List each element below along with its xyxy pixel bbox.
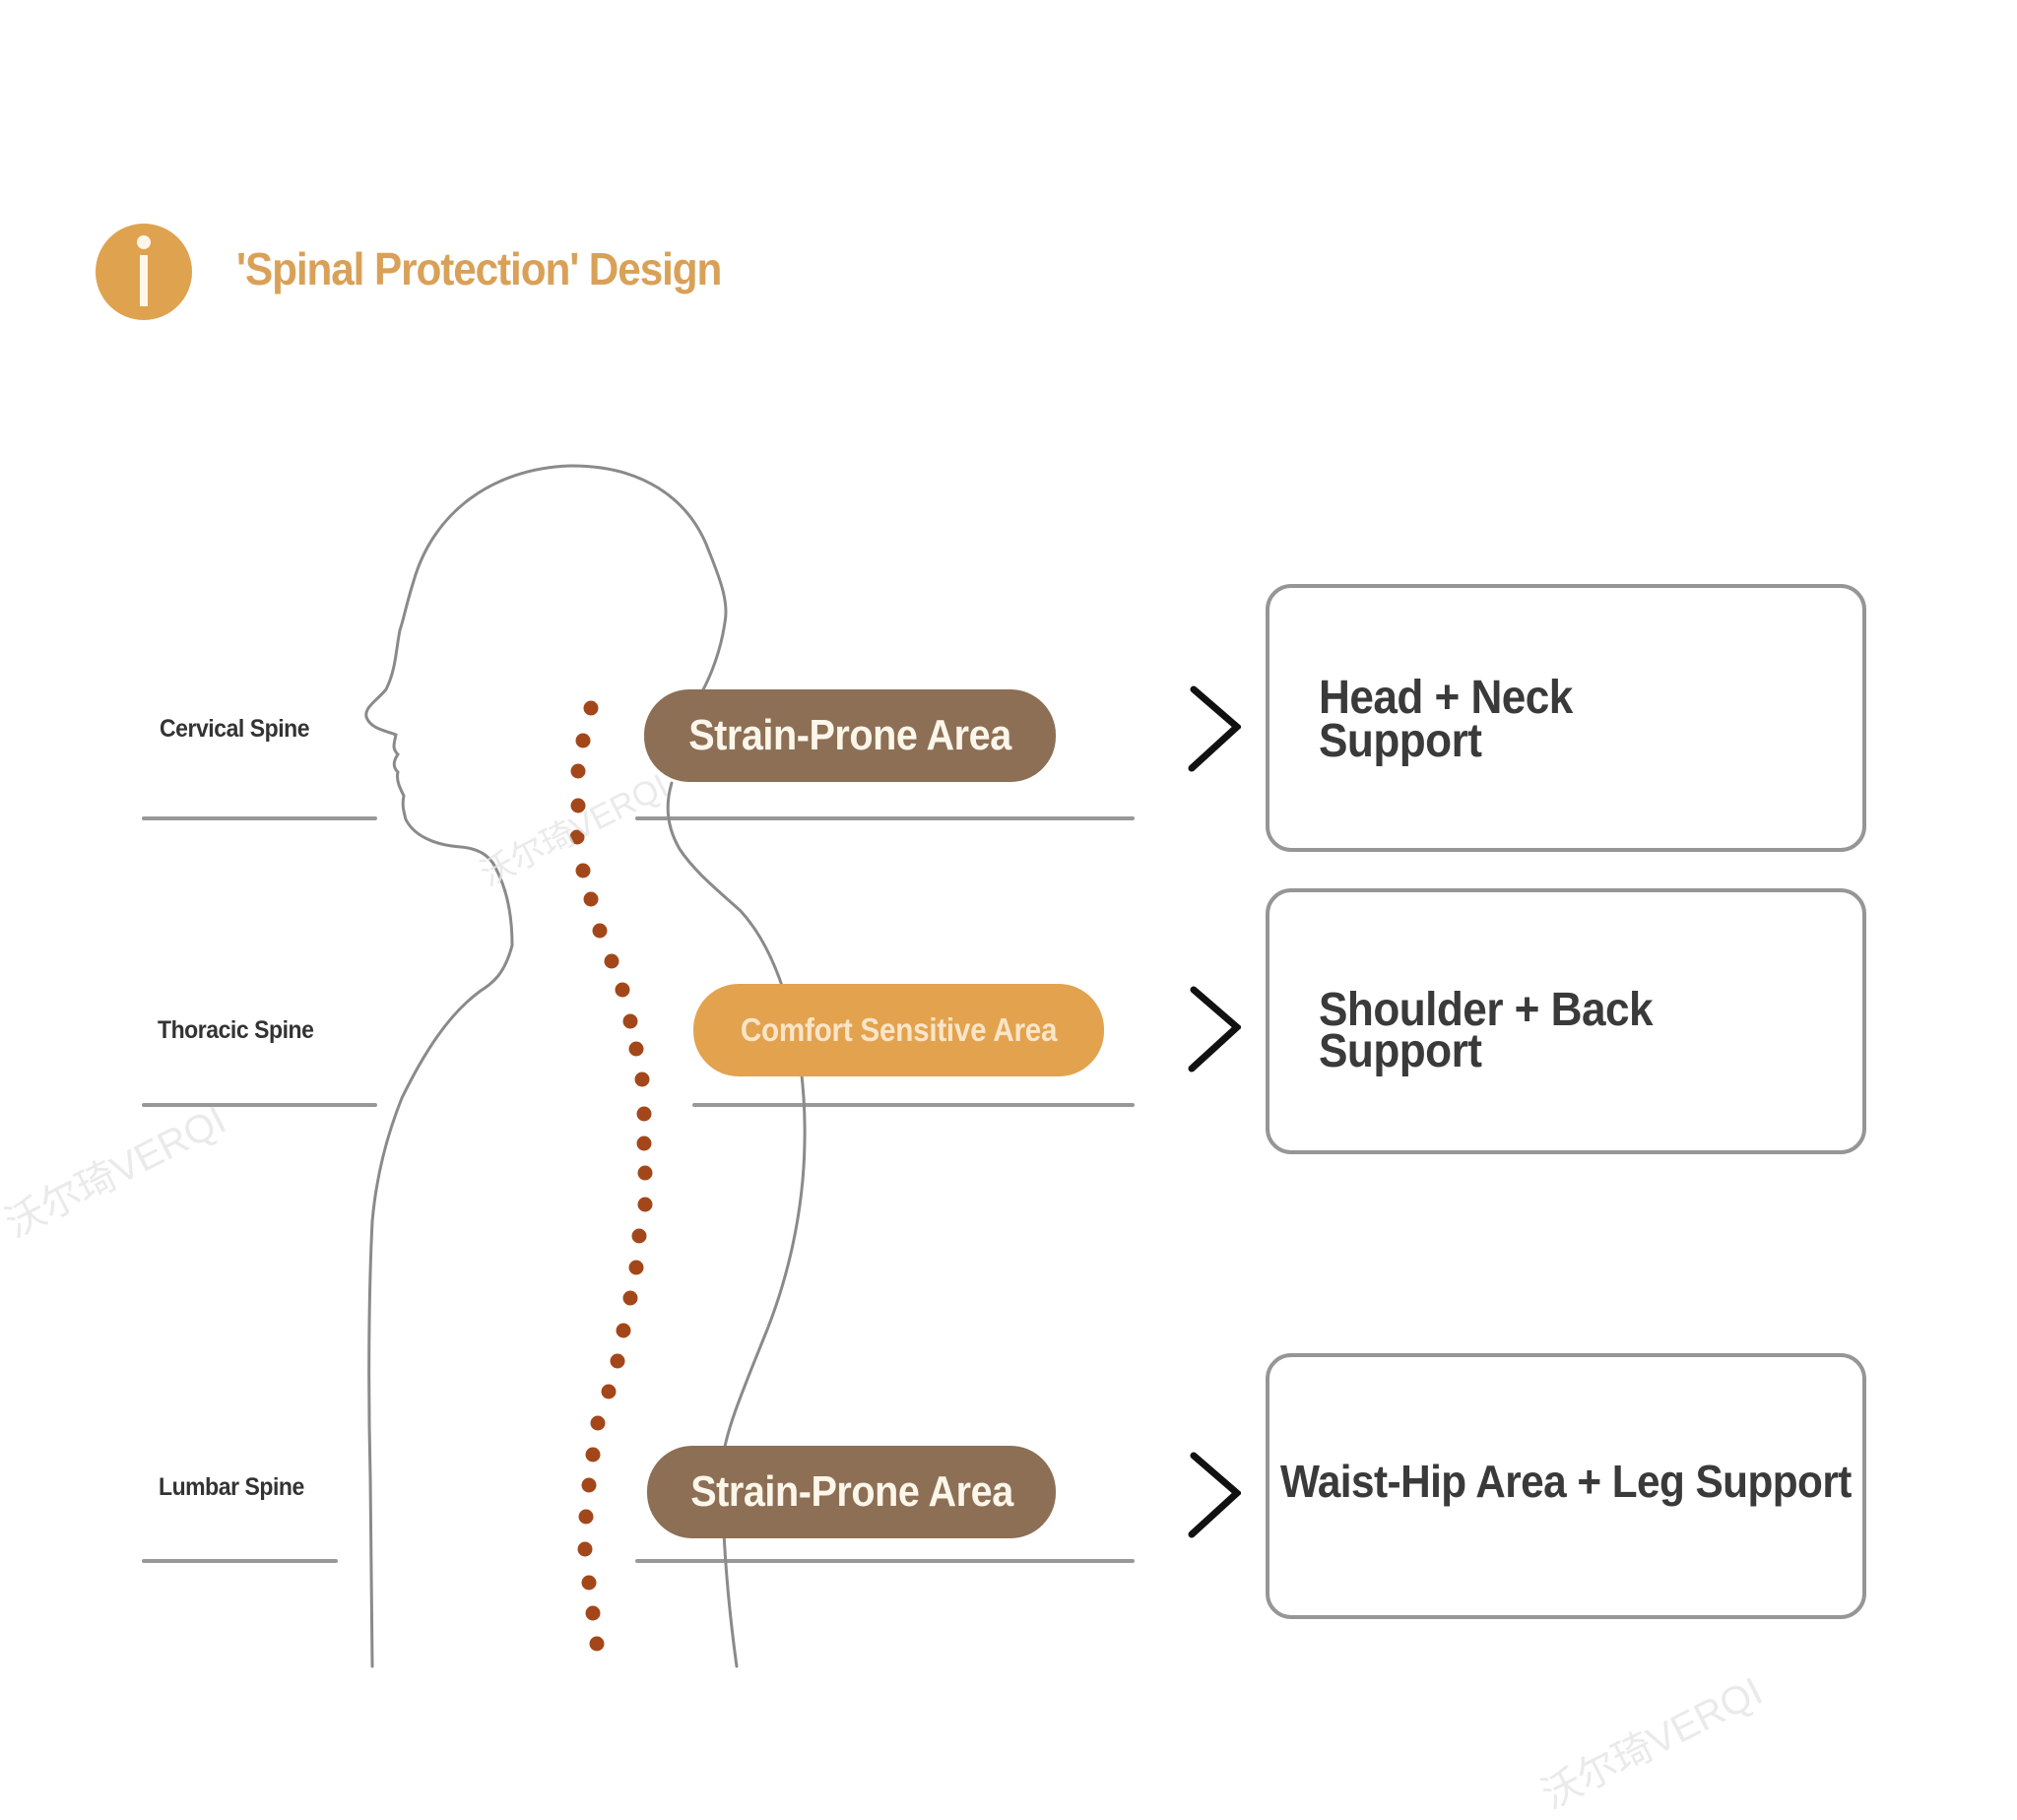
support-box-waist-hip-leg: Waist-Hip Area + Leg Support bbox=[1266, 1353, 1866, 1619]
spine-dot bbox=[636, 1136, 652, 1151]
spine-dot bbox=[634, 1072, 650, 1087]
divider-thoracic-right bbox=[692, 1103, 1135, 1107]
spine-dot bbox=[637, 1197, 653, 1212]
spine-dot bbox=[610, 1353, 625, 1369]
support-box-shoulder-back: Shoulder + Back Support bbox=[1266, 888, 1866, 1154]
spine-dot bbox=[590, 1415, 606, 1431]
page-title: 'Spinal Protection' Design bbox=[236, 243, 722, 294]
spine-dot bbox=[575, 863, 591, 878]
spine-dot bbox=[601, 1384, 617, 1399]
area-tag-label: Strain-Prone Area bbox=[689, 1467, 1013, 1516]
divider-cervical-right bbox=[635, 816, 1135, 820]
region-label-thoracic: Thoracic Spine bbox=[158, 1016, 314, 1044]
support-text-line-1: Waist-Hip Area + Leg Support bbox=[1280, 1456, 1852, 1507]
chevron-right-icon bbox=[1188, 1452, 1241, 1538]
spine-dot bbox=[570, 798, 586, 813]
support-text-line-2: Support bbox=[1319, 715, 1482, 767]
spine-dot bbox=[622, 1290, 638, 1306]
chevron-right-icon bbox=[1188, 986, 1241, 1072]
spine-dot bbox=[637, 1165, 653, 1181]
info-icon bbox=[96, 224, 192, 320]
spine-dot bbox=[604, 953, 619, 969]
spine-dot bbox=[636, 1106, 652, 1122]
support-text-line-2: Support bbox=[1319, 1025, 1482, 1077]
divider-lumbar-right bbox=[635, 1559, 1135, 1563]
spine-dot bbox=[583, 891, 599, 907]
info-icon-stem bbox=[140, 255, 148, 306]
spine-dot bbox=[578, 1509, 594, 1525]
spine-dot bbox=[592, 923, 608, 939]
support-box-head-neck: Head + Neck Support bbox=[1266, 584, 1866, 852]
support-text-line-1: Shoulder + Back bbox=[1319, 984, 1654, 1036]
area-tag-cervical: Strain-Prone Area bbox=[644, 689, 1056, 782]
chevron-right-icon bbox=[1188, 685, 1241, 772]
spine-dots bbox=[569, 700, 653, 1652]
divider-lumbar-left bbox=[142, 1559, 338, 1563]
area-tag-label: Comfort Sensitive Area bbox=[740, 1011, 1058, 1048]
support-text-line-1: Head + Neck bbox=[1319, 672, 1573, 724]
silhouette-front-outline bbox=[364, 464, 711, 1668]
spine-dot bbox=[585, 1605, 601, 1621]
silhouette-back-outline bbox=[699, 550, 728, 695]
spine-dot bbox=[570, 763, 586, 779]
spine-dot bbox=[628, 1260, 644, 1275]
spine-dot bbox=[589, 1636, 605, 1652]
spine-dot bbox=[628, 1041, 644, 1057]
spine-dot bbox=[583, 700, 599, 716]
info-icon-dot bbox=[137, 235, 151, 249]
region-label-cervical: Cervical Spine bbox=[160, 715, 310, 743]
spine-dot bbox=[615, 982, 630, 998]
spine-dot bbox=[631, 1228, 647, 1244]
spine-dot bbox=[581, 1575, 597, 1591]
area-tag-label: Strain-Prone Area bbox=[688, 711, 1011, 759]
area-tag-thoracic: Comfort Sensitive Area bbox=[693, 984, 1104, 1076]
spine-dot bbox=[577, 1541, 593, 1557]
divider-cervical-left bbox=[142, 816, 377, 820]
spine-dot bbox=[581, 1477, 597, 1493]
spine-dot bbox=[585, 1447, 601, 1462]
spine-dot bbox=[622, 1013, 638, 1029]
spine-dot bbox=[616, 1323, 631, 1338]
spine-dot bbox=[569, 829, 585, 845]
area-tag-lumbar: Strain-Prone Area bbox=[647, 1446, 1056, 1538]
divider-thoracic-left bbox=[142, 1103, 377, 1107]
region-label-lumbar: Lumbar Spine bbox=[159, 1473, 304, 1501]
spine-dot bbox=[575, 733, 591, 748]
